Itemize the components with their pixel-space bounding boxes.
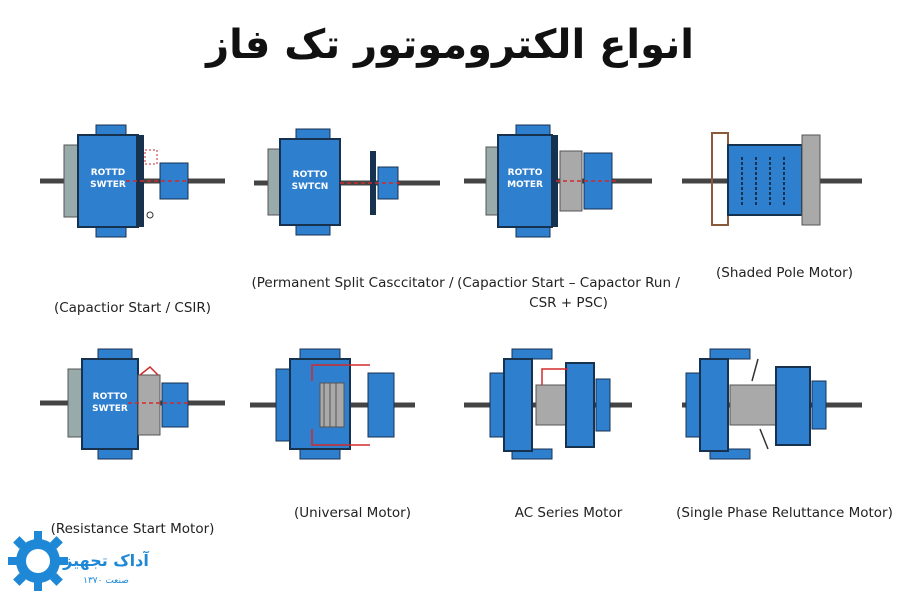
rotor-label-line2: SWTCN: [292, 182, 329, 192]
resistance-start-motor-diagram: ROTTO SWTER: [40, 348, 225, 460]
capacitor-start-motor-diagram: ROTTD SWTER: [40, 124, 225, 238]
logo-subtitle: صنعت ۱۳۷۰: [83, 576, 129, 586]
capacitor-start-run-motor-diagram: ROTTO MOTER: [464, 124, 652, 238]
page-title: انواع الکتروموتور تک فاز: [206, 22, 694, 68]
logo-name: آداک تجهیز: [62, 550, 149, 570]
motor-caption: (Single Phase Reluttance Motor): [676, 505, 893, 521]
rotor-label-line1: ROTTO: [93, 392, 128, 402]
motor-caption: (Capactior Start – Capactor Run / CSR + …: [457, 275, 680, 311]
motor-caption: AC Series Motor: [514, 505, 623, 521]
shaded-pole-motor-diagram: [682, 132, 862, 226]
motor-cell-capacitor-start-run: ROTTO MOTER (Capactior Start – Capactor …: [456, 115, 681, 365]
permanent-split-motor-diagram: ROTTO SWTCN: [254, 128, 440, 236]
motor-caption: (Shaded Pole Motor): [716, 265, 853, 281]
universal-motor-diagram: [250, 348, 415, 460]
rotor-label-line1: ROTTD: [91, 168, 126, 178]
gear-icon: آداک تجهیز صنعت ۱۳۷۰: [8, 531, 149, 591]
rotor-label-line2: MOTER: [507, 180, 543, 190]
ac-series-motor-diagram: [464, 348, 632, 460]
motor-caption: (Universal Motor): [294, 505, 411, 521]
motor-cell-shaded-pole: (Shaded Pole Motor): [672, 115, 897, 365]
motor-cell-ac-series: AC Series Motor: [456, 345, 681, 595]
motor-cell-reluctance: (Single Phase Reluttance Motor): [672, 345, 897, 595]
rotor-label-line2: SWTER: [92, 404, 128, 414]
motor-caption: (Capactior Start / CSIR): [53, 300, 212, 316]
motor-caption: (Resistance Start Motor): [50, 521, 215, 537]
motor-caption: (Permanent Split Casccitator /: [251, 275, 454, 291]
reluctance-motor-diagram: [682, 348, 862, 460]
rotor-label-line1: ROTTO: [293, 170, 328, 180]
motor-cell-capacitor-start: ROTTD SWTER (Capactior Start / CSIR): [20, 115, 245, 365]
motor-cell-universal: (Universal Motor): [240, 345, 465, 595]
company-logo: آداک تجهیز صنعت ۱۳۷۰: [6, 528, 156, 594]
motor-cell-permanent-split: ROTTO SWTCN (Permanent Split Casccitator…: [240, 115, 465, 365]
rotor-label-line1: ROTTO: [508, 168, 543, 178]
rotor-label-line2: SWTER: [90, 180, 126, 190]
motor-cell-resistance-start: ROTTO SWTER (Resistance Start Motor): [20, 345, 245, 595]
